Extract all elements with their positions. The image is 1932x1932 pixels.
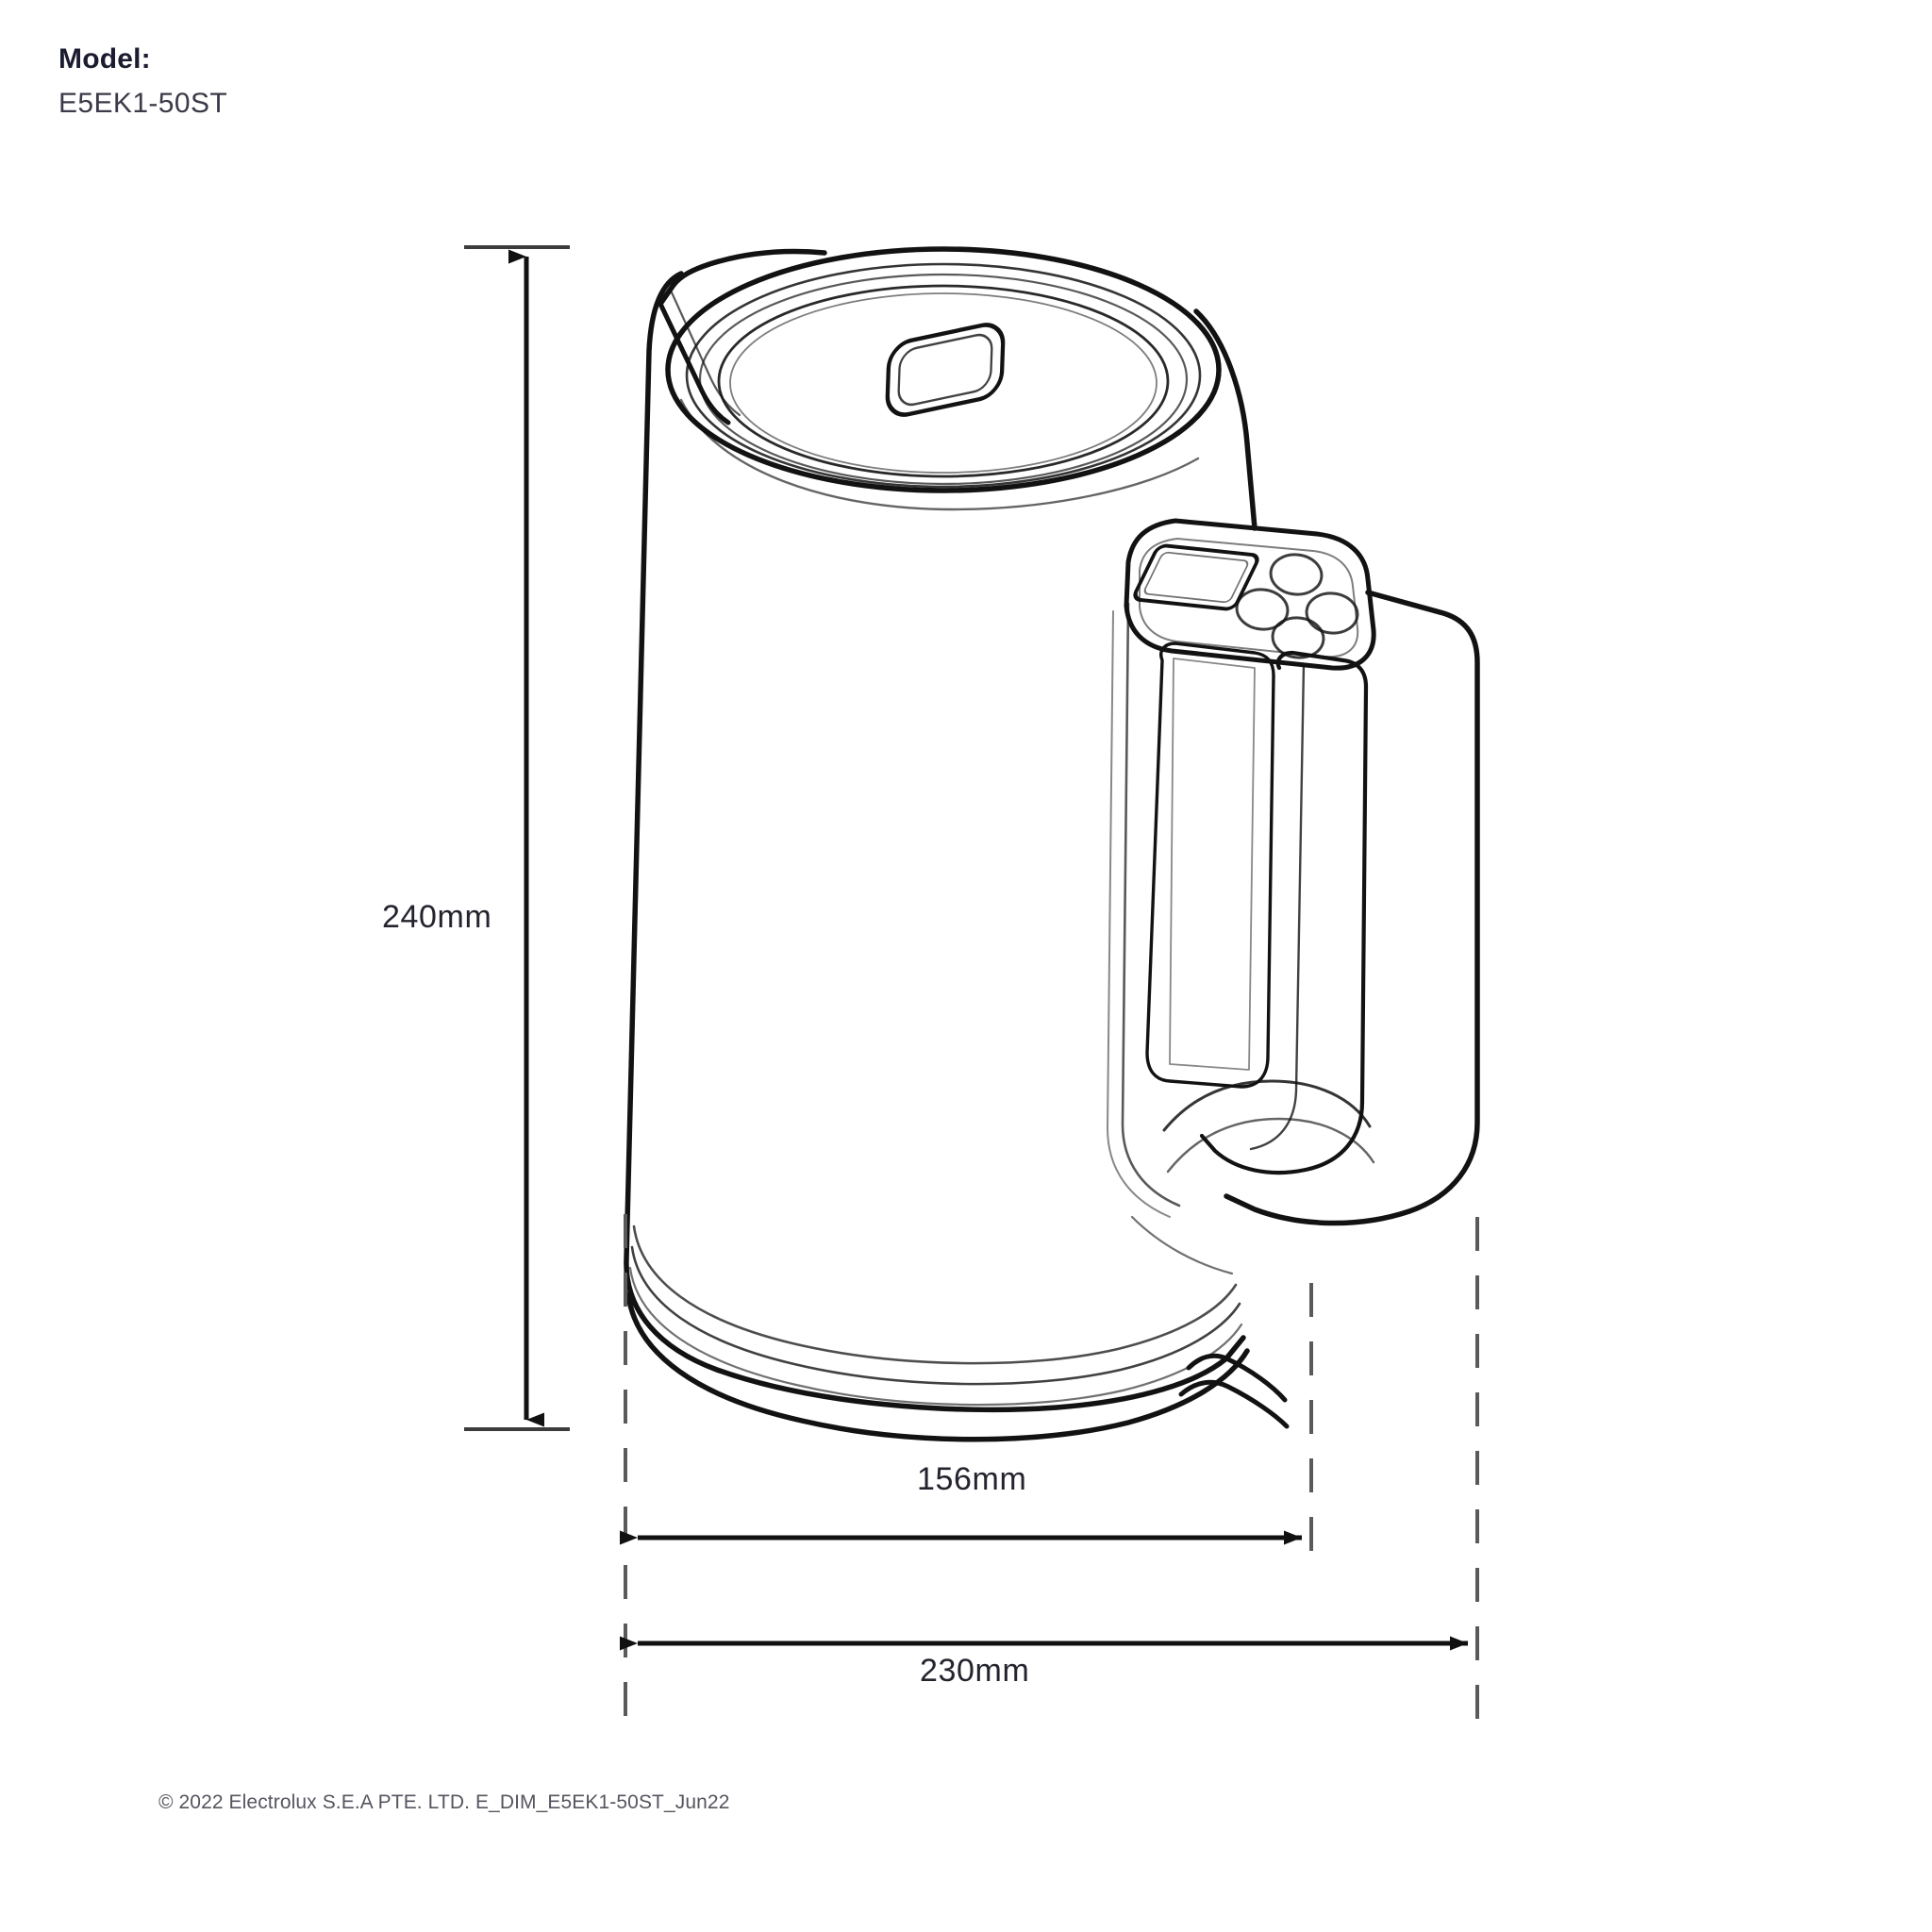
display-screen [1133, 543, 1259, 611]
handle-backplate-edge-2 [1107, 610, 1171, 1218]
kettle-spout-lower [658, 301, 731, 425]
model-label: Model: [58, 43, 151, 75]
kettle-spout [658, 248, 827, 307]
lid-rim-inner-1 [685, 262, 1202, 489]
lid-knob [885, 323, 1006, 417]
lid-outer-rim [665, 246, 1222, 493]
kettle-illustration [624, 246, 1480, 1442]
dimension-label-depth: 156mm [917, 1461, 1027, 1497]
cord-connector-lower [1178, 1379, 1290, 1429]
control-panel-inner-edge [1139, 538, 1359, 658]
button-top-icon[interactable] [1269, 552, 1324, 596]
handle-grip-inner [1249, 662, 1306, 1151]
lid-top-surface [717, 284, 1170, 478]
lid-rim-inner-2 [698, 273, 1189, 486]
handle-grip-outer [1199, 650, 1369, 1175]
button-bottom-icon[interactable] [1271, 615, 1325, 659]
dimension-label-width: 230mm [920, 1653, 1030, 1689]
handle-slot [1145, 641, 1275, 1089]
button-left-icon[interactable] [1235, 587, 1290, 631]
model-number: E5EK1-50ST [58, 88, 228, 119]
button-cluster [1235, 552, 1359, 659]
handle-backplate-edge [1121, 602, 1181, 1208]
handle-outer-shell [1224, 590, 1480, 1226]
handle-lower-scoop [1162, 1079, 1372, 1132]
base-arc-3 [628, 1266, 1243, 1407]
control-panel-housing [1124, 518, 1376, 671]
kettle-body-outline [624, 271, 1246, 1413]
lid-knob-outer [885, 323, 1006, 417]
dimension-annotations [464, 245, 1479, 1726]
lid-knob-inner [897, 333, 993, 407]
copyright-footer: © 2022 Electrolux S.E.A PTE. LTD. E_DIM_… [158, 1791, 730, 1813]
kettle-shoulder-line [679, 398, 1200, 511]
kettle-body-right-edge [1193, 308, 1257, 531]
base-bottom-outline [625, 1291, 1250, 1442]
handle-slot-inner [1169, 658, 1256, 1071]
display-screen-inner [1143, 551, 1249, 604]
dimension-label-height: 240mm [382, 899, 492, 935]
lid-top-surface-inner [729, 292, 1158, 474]
base-arc-1 [632, 1224, 1238, 1365]
cord-connector [1186, 1353, 1288, 1403]
handle-body-junction [1130, 1215, 1234, 1275]
base-arc-2 [630, 1245, 1241, 1386]
handle-lower-scoop-2 [1166, 1117, 1375, 1174]
display-screen-outer [1133, 543, 1259, 611]
button-right-icon[interactable] [1305, 591, 1359, 635]
kettle-spout-inner-line [670, 291, 741, 417]
model-block: Model: E5EK1-50ST [58, 45, 227, 118]
